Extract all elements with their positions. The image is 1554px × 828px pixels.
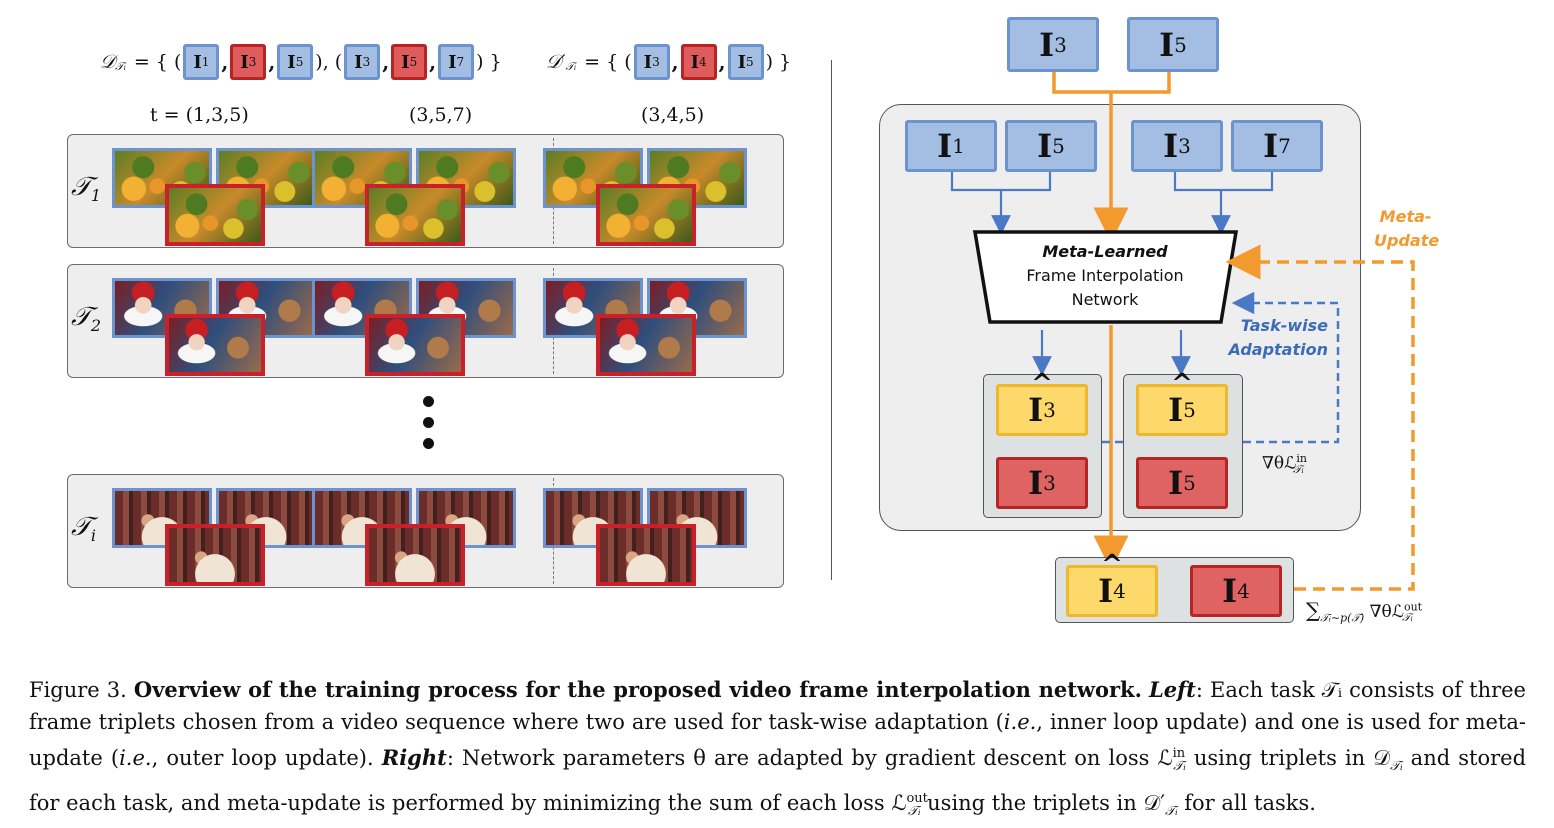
- set-d-label: 𝒟: [100, 51, 116, 73]
- set-dprime-eq: = { (: [578, 51, 632, 73]
- video-frame-thumb-right: [647, 148, 747, 208]
- column-separator: [831, 60, 832, 580]
- outer-loss-gradient: ∑𝒯ᵢ∼p(𝒯) ∇θℒout𝒯ᵢ: [1306, 598, 1423, 625]
- video-frame-thumb-target: [596, 184, 696, 246]
- task-label-3: 𝒯i: [71, 512, 97, 546]
- meta-update-label: Meta- Update: [1374, 207, 1440, 250]
- meta-update-loop: [1225, 244, 1415, 591]
- video-frame-thumb-target: [165, 524, 265, 586]
- pred-frame-3: I3: [996, 369, 1088, 436]
- video-frame-thumb-target: [365, 524, 465, 586]
- set-d-eq: = { (: [127, 51, 182, 73]
- video-frame-thumb-target: [165, 314, 265, 376]
- video-frame-thumb-left: [543, 488, 643, 548]
- pred-frame-5: I5: [1136, 369, 1228, 436]
- video-frame-thumb-left: [312, 488, 412, 548]
- set-d-sub: 𝒯ᵢ: [115, 60, 126, 73]
- video-frame-thumb-left: [543, 278, 643, 338]
- arrow-i3i7-to-network: [1173, 170, 1274, 225]
- task-label-2: 𝒯2: [71, 302, 102, 336]
- task-adaptation-label: Task-wise Adaptation: [1228, 316, 1328, 359]
- t-label-3: (3,4,5): [641, 104, 705, 126]
- arrow-i1i5-to-network: [950, 170, 1052, 225]
- network-trapezoid: [972, 230, 1239, 324]
- network-label: Meta-Learned Frame Interpolation Network: [990, 240, 1220, 312]
- inner-loss-gradient: ∇θℒin𝒯ᵢ: [1262, 452, 1307, 477]
- video-frame-thumb-target: [165, 184, 265, 246]
- set-dprime-label: 𝒟′: [546, 51, 566, 73]
- network-line3: Network: [1071, 290, 1139, 309]
- set-d-close: ) }: [476, 51, 502, 73]
- set-dprime-sub: 𝒯ᵢ: [565, 60, 577, 73]
- video-frame-thumb-left: [312, 148, 412, 208]
- figure-caption: Figure 3. Overview of the training proce…: [29, 677, 1527, 820]
- network-line2: Frame Interpolation: [1026, 266, 1184, 285]
- video-frame-thumb-target: [365, 314, 465, 376]
- video-frame-thumb-target: [596, 314, 696, 376]
- pred-frame-4: I4: [1066, 550, 1158, 617]
- video-frame-thumb-target: [596, 524, 696, 586]
- set-dprime-close: ) }: [765, 51, 792, 73]
- t-label-2: (3,5,7): [409, 104, 473, 126]
- task-label-1: 𝒯1: [71, 172, 102, 206]
- t-label-1: t = (1,3,5): [150, 104, 249, 126]
- task-adaptation-loop: [1102, 303, 1340, 444]
- arrow-top-to-network: [1052, 70, 1171, 225]
- ellipsis-dots: [423, 396, 437, 449]
- network-title: Meta-Learned: [1042, 242, 1168, 261]
- video-frame-thumb-target: [365, 184, 465, 246]
